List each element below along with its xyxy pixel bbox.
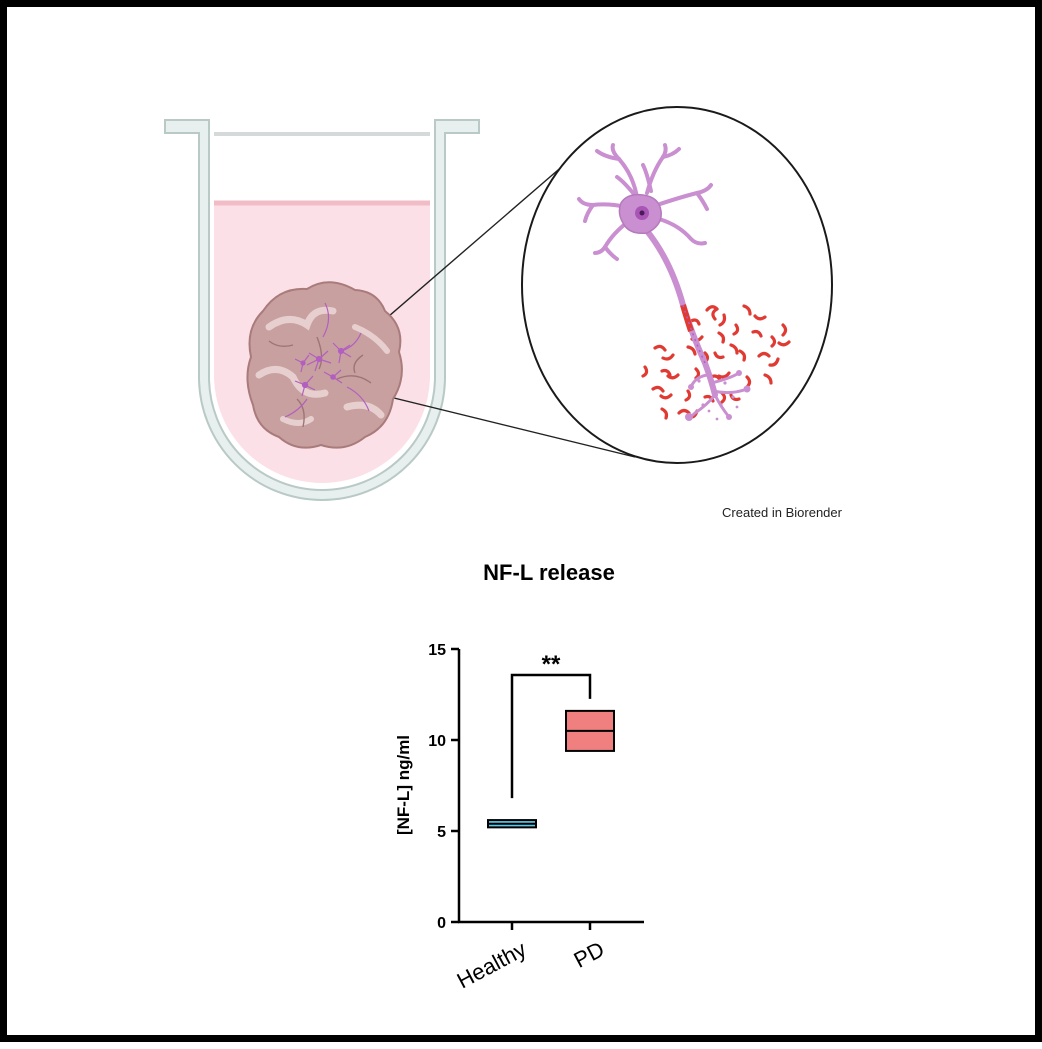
brain-organoid-icon [246, 281, 403, 449]
y-tick-label: 5 [437, 824, 446, 841]
tube-wall [164, 119, 480, 501]
significance-label: ** [542, 651, 561, 678]
nfl-particles [641, 304, 791, 420]
y-tick-label: 10 [428, 733, 446, 750]
zoom-line-bottom [348, 386, 636, 458]
biorender-credit: Created in Biorender [722, 505, 843, 520]
figure-canvas: Created in Biorender NF-L release 0 5 10 15… [164, 106, 843, 993]
neuron-icon [577, 143, 751, 421]
y-tick-label: 0 [437, 915, 446, 932]
x-tick-label: Healthy [453, 936, 531, 993]
significance-bracket [510, 673, 592, 799]
x-tick-label: PD [570, 936, 609, 972]
chart-title: NF-L release [483, 560, 615, 585]
nfl-box-chart: 0 5 10 15 Healthy PD ** [NF-L] ng/ml [394, 642, 644, 993]
y-tick-label: 15 [428, 642, 446, 659]
y-axis-label: [NF-L] ng/ml [394, 735, 413, 835]
